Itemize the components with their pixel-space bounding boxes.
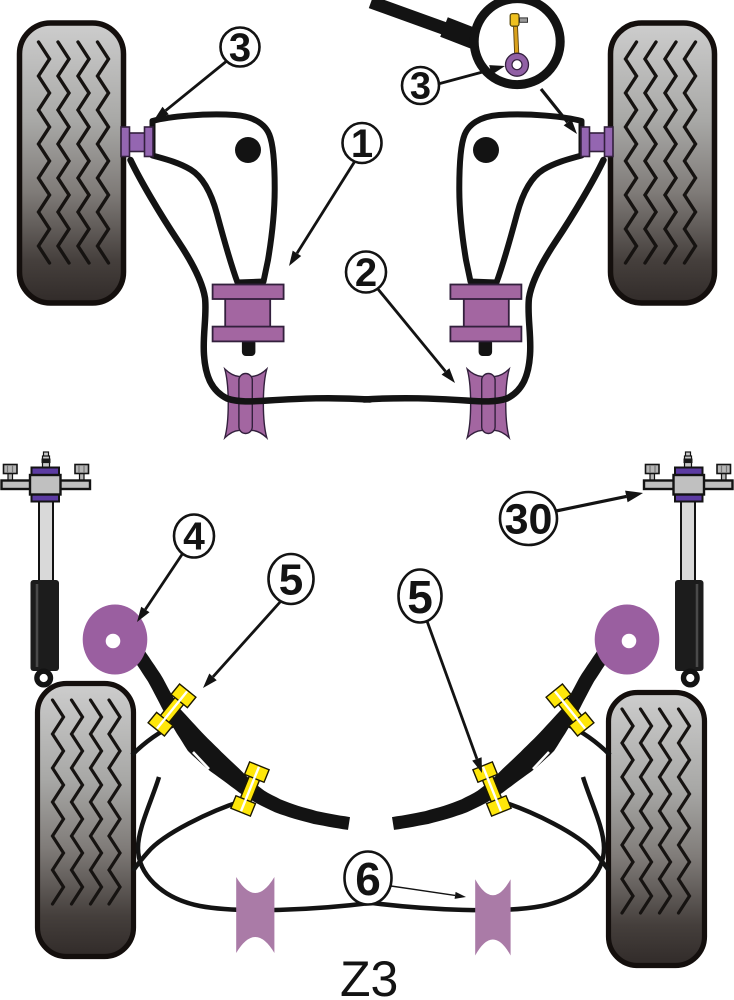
svg-text:2: 2 [355, 251, 377, 295]
svg-text:3: 3 [229, 26, 251, 70]
svg-text:6: 6 [355, 853, 381, 905]
svg-text:1: 1 [351, 122, 373, 166]
svg-text:3: 3 [410, 66, 431, 108]
svg-text:30: 30 [505, 496, 553, 544]
svg-text:5: 5 [407, 571, 433, 623]
svg-text:5: 5 [279, 556, 303, 605]
svg-text:Z3: Z3 [340, 951, 398, 1000]
svg-text:4: 4 [183, 516, 205, 559]
